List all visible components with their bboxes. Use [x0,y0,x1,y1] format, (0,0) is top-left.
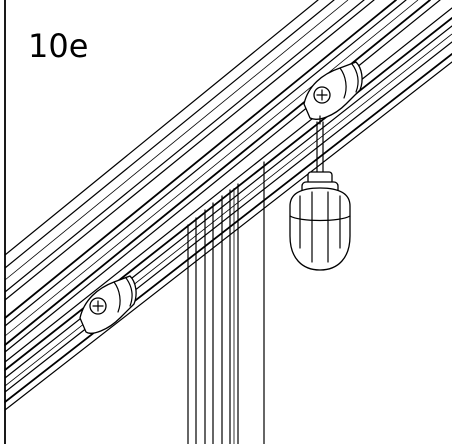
bracket-clip-upper [303,61,363,120]
step-label: 10e [26,27,91,65]
screwdriver [289,115,351,271]
handrail [4,0,452,411]
vertical-post [187,161,265,444]
bracket-clip-lower [79,275,137,334]
